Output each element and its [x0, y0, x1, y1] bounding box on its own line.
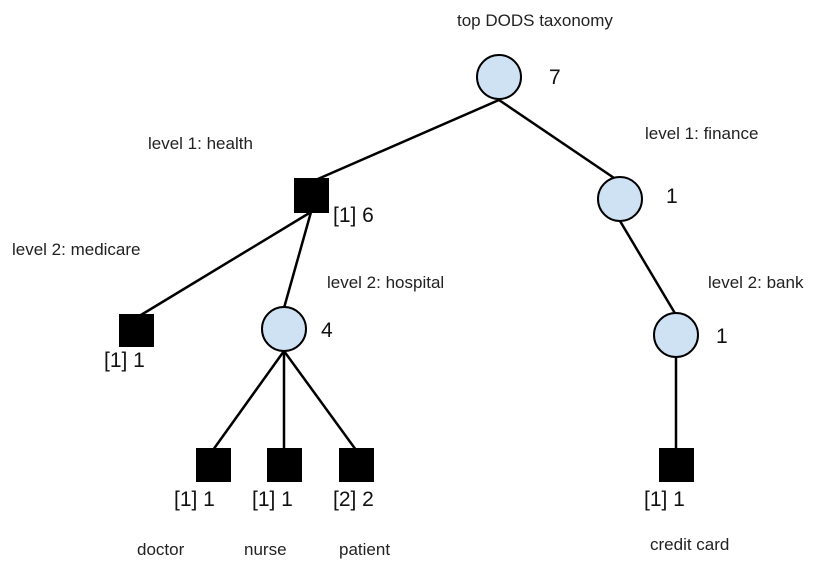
nurse-count: [1] 1	[252, 488, 293, 511]
edge-root-finance	[498, 98, 621, 184]
patient-node	[339, 448, 374, 482]
doctor-node	[196, 448, 231, 482]
root-node	[476, 54, 522, 100]
edge-health-hospital	[282, 211, 313, 309]
bank-node	[653, 312, 699, 358]
finance-label: level 1: finance	[645, 124, 758, 143]
nurse-label: nurse	[244, 540, 287, 559]
edge-finance-bank	[618, 220, 678, 316]
doctor-count: [1] 1	[174, 488, 215, 511]
patient-label: patient	[339, 540, 390, 559]
root-count: 7	[549, 66, 561, 89]
doctor-label: doctor	[137, 540, 185, 559]
finance-node	[597, 176, 643, 222]
health-label: level 1: health	[148, 134, 253, 153]
finance-count: 1	[666, 185, 678, 208]
credit-card-label: credit card	[650, 535, 729, 554]
credit-card-count: [1] 1	[644, 488, 685, 511]
medicare-count: [1] 1	[104, 349, 145, 372]
hospital-count: 4	[321, 319, 333, 342]
edge-hospital-patient	[282, 350, 358, 451]
patient-count: [2] 2	[333, 488, 374, 511]
medicare-node	[119, 314, 154, 347]
diagram-title: top DODS taxonomy	[457, 11, 613, 30]
edge-health-medicare	[135, 210, 312, 320]
edge-root-health	[310, 98, 500, 184]
bank-label: level 2: bank	[708, 273, 804, 292]
edge-hospital-doctor	[211, 350, 286, 451]
nurse-node	[267, 448, 302, 482]
health-count: [1] 6	[333, 204, 374, 227]
credit-card-node	[659, 448, 694, 482]
medicare-label: level 2: medicare	[12, 240, 141, 259]
hospital-label: level 2: hospital	[327, 273, 444, 292]
edges	[135, 98, 678, 451]
bank-count: 1	[716, 325, 728, 348]
hospital-node	[261, 306, 307, 352]
health-node	[294, 178, 329, 213]
